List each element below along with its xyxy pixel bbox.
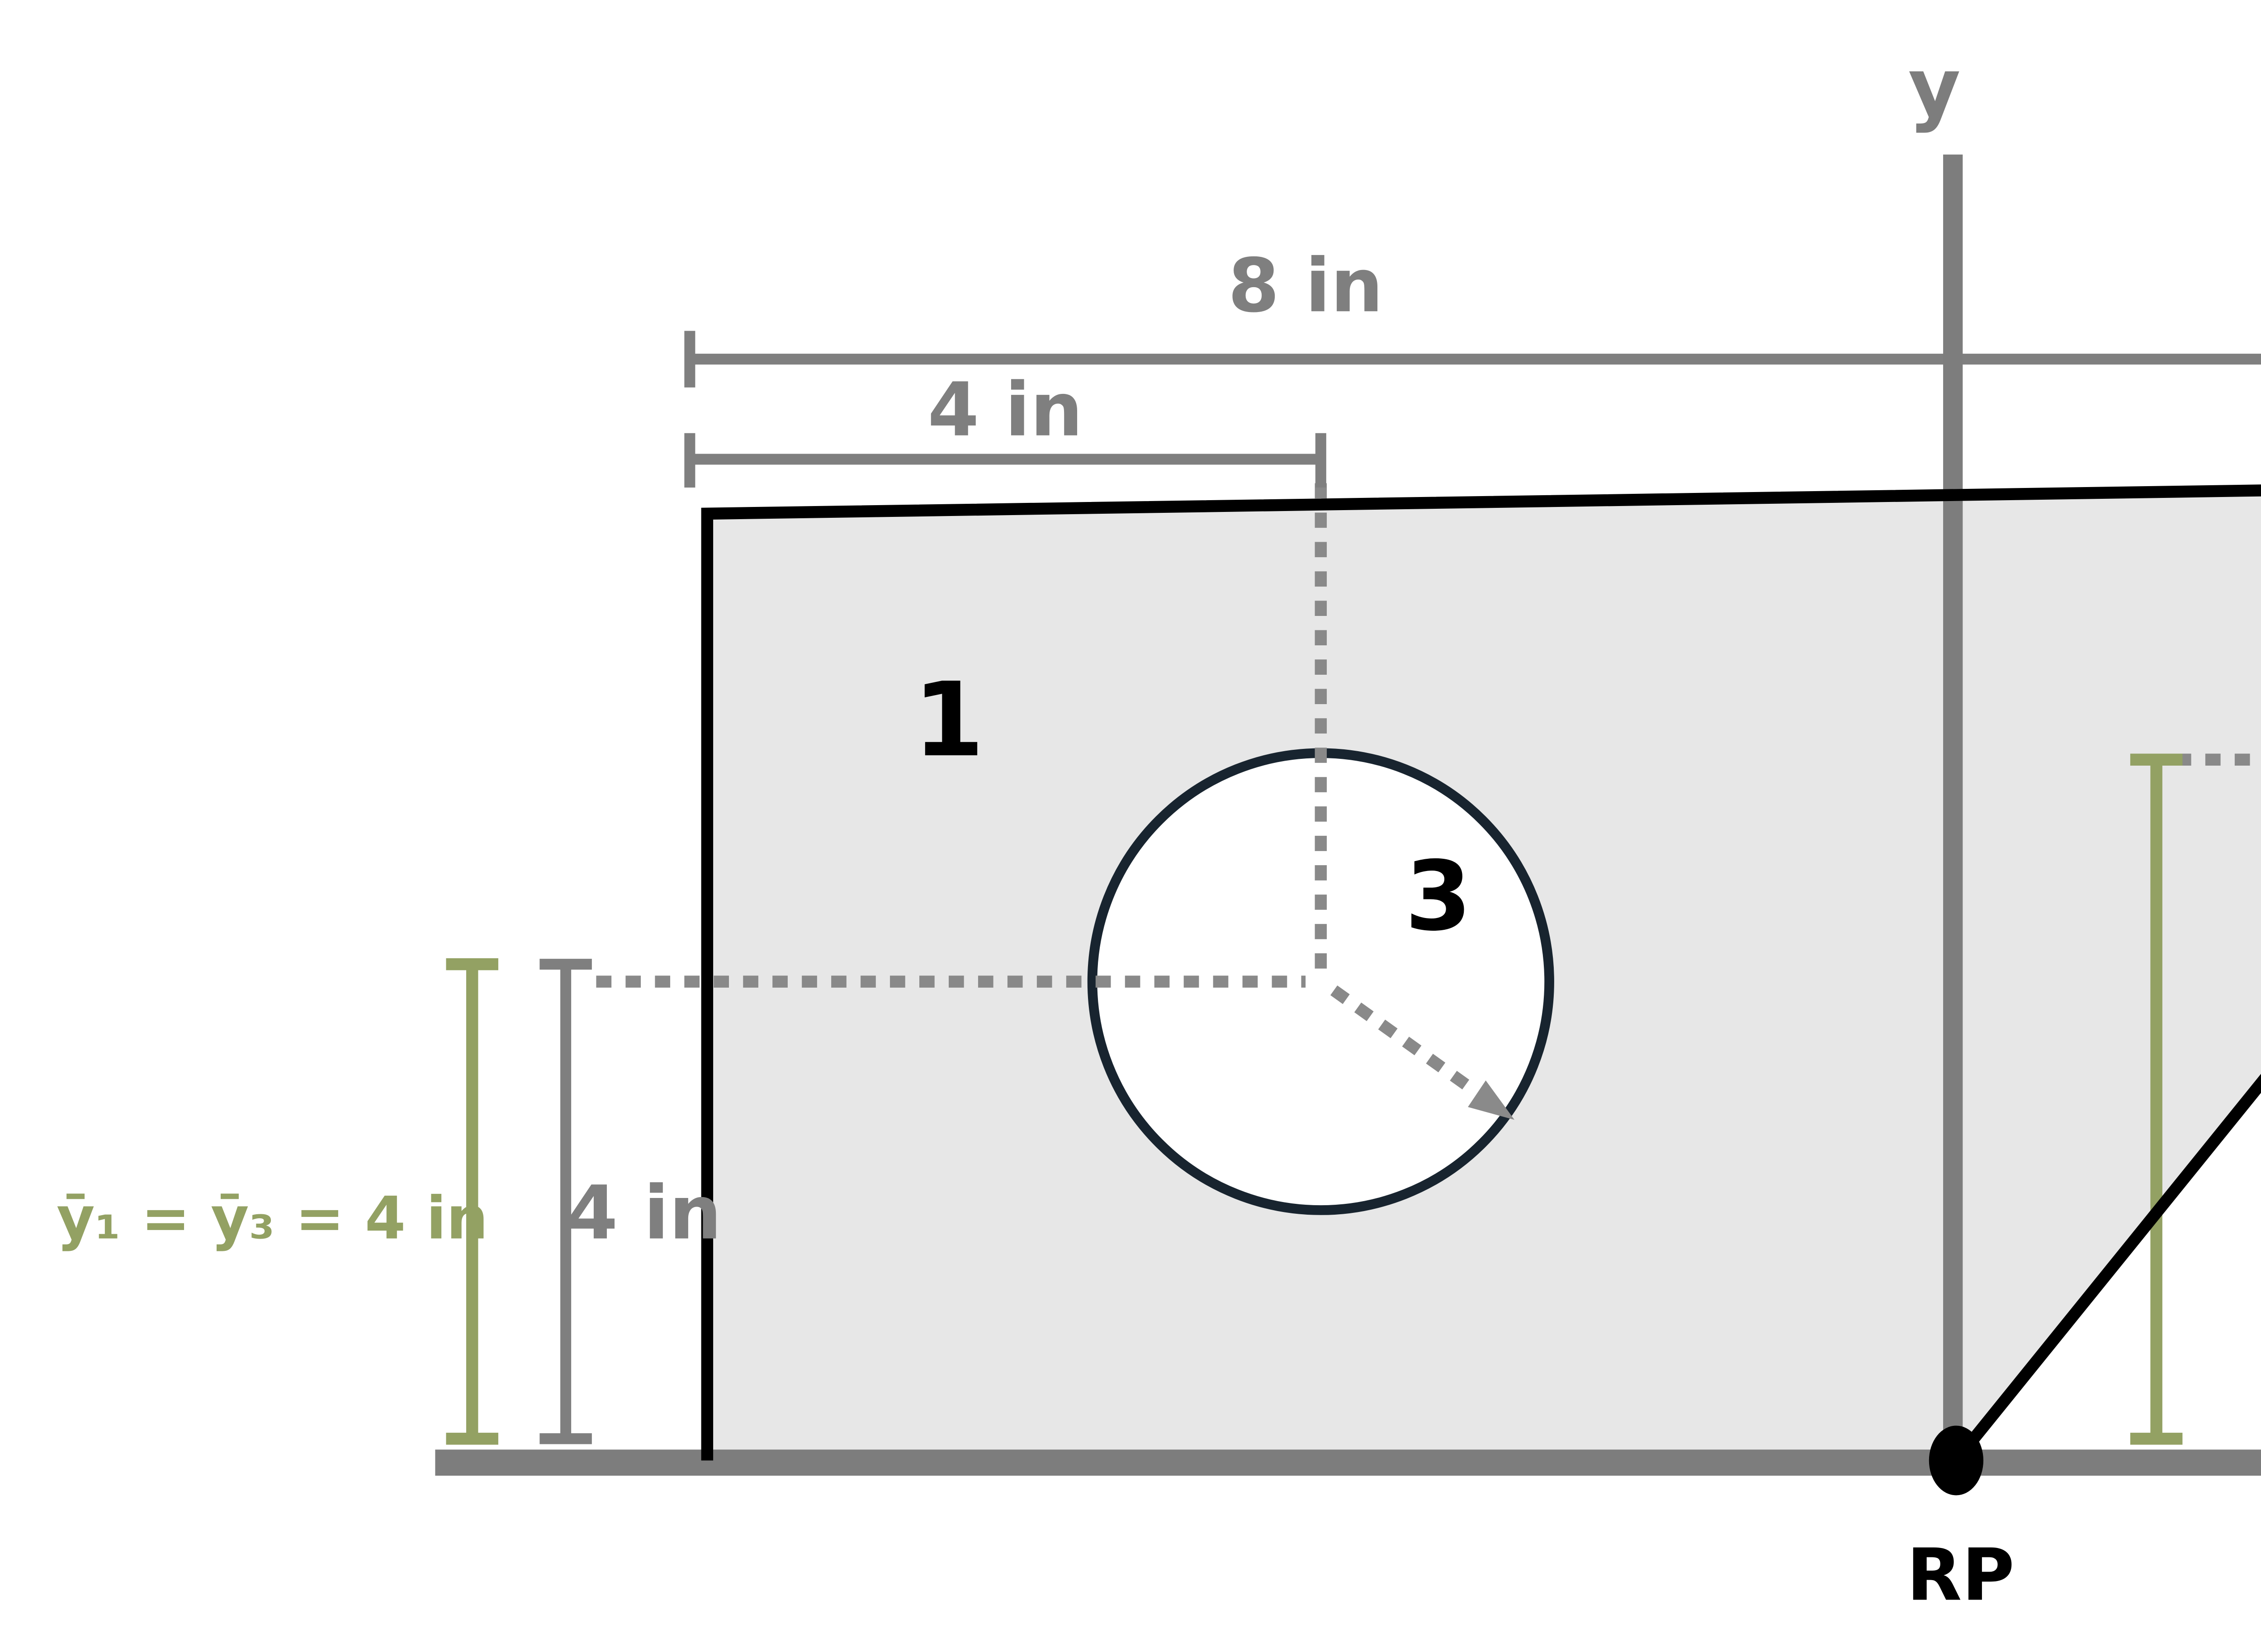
dim-triangle-base: 6 in	[2257, 242, 2261, 329]
dim-hole-offset-x: 4 in	[927, 367, 1083, 453]
radius-arrowhead-icon	[1468, 1080, 1515, 1120]
shape-outline	[701, 484, 2261, 1464]
dimension-lines	[539, 331, 2261, 1444]
dotted-construction-lines	[596, 483, 2261, 1093]
dim-rect-width: 8 in	[1228, 242, 1383, 329]
reference-point-dot	[1929, 1425, 1984, 1496]
y-axis	[1943, 154, 1963, 1476]
y1-y3-centroid-value: ȳ₁ = ȳ₃ = 4 in	[57, 1184, 488, 1253]
reference-point-label: RP	[1906, 1534, 2015, 1617]
region-3-label: 3	[1405, 840, 1471, 952]
dim-hole-offset-y: 4 in	[567, 1170, 722, 1256]
region-1-label: 1	[913, 661, 984, 780]
centroid-height-bars	[446, 753, 2183, 1445]
y-axis-label: y	[1908, 41, 1961, 134]
